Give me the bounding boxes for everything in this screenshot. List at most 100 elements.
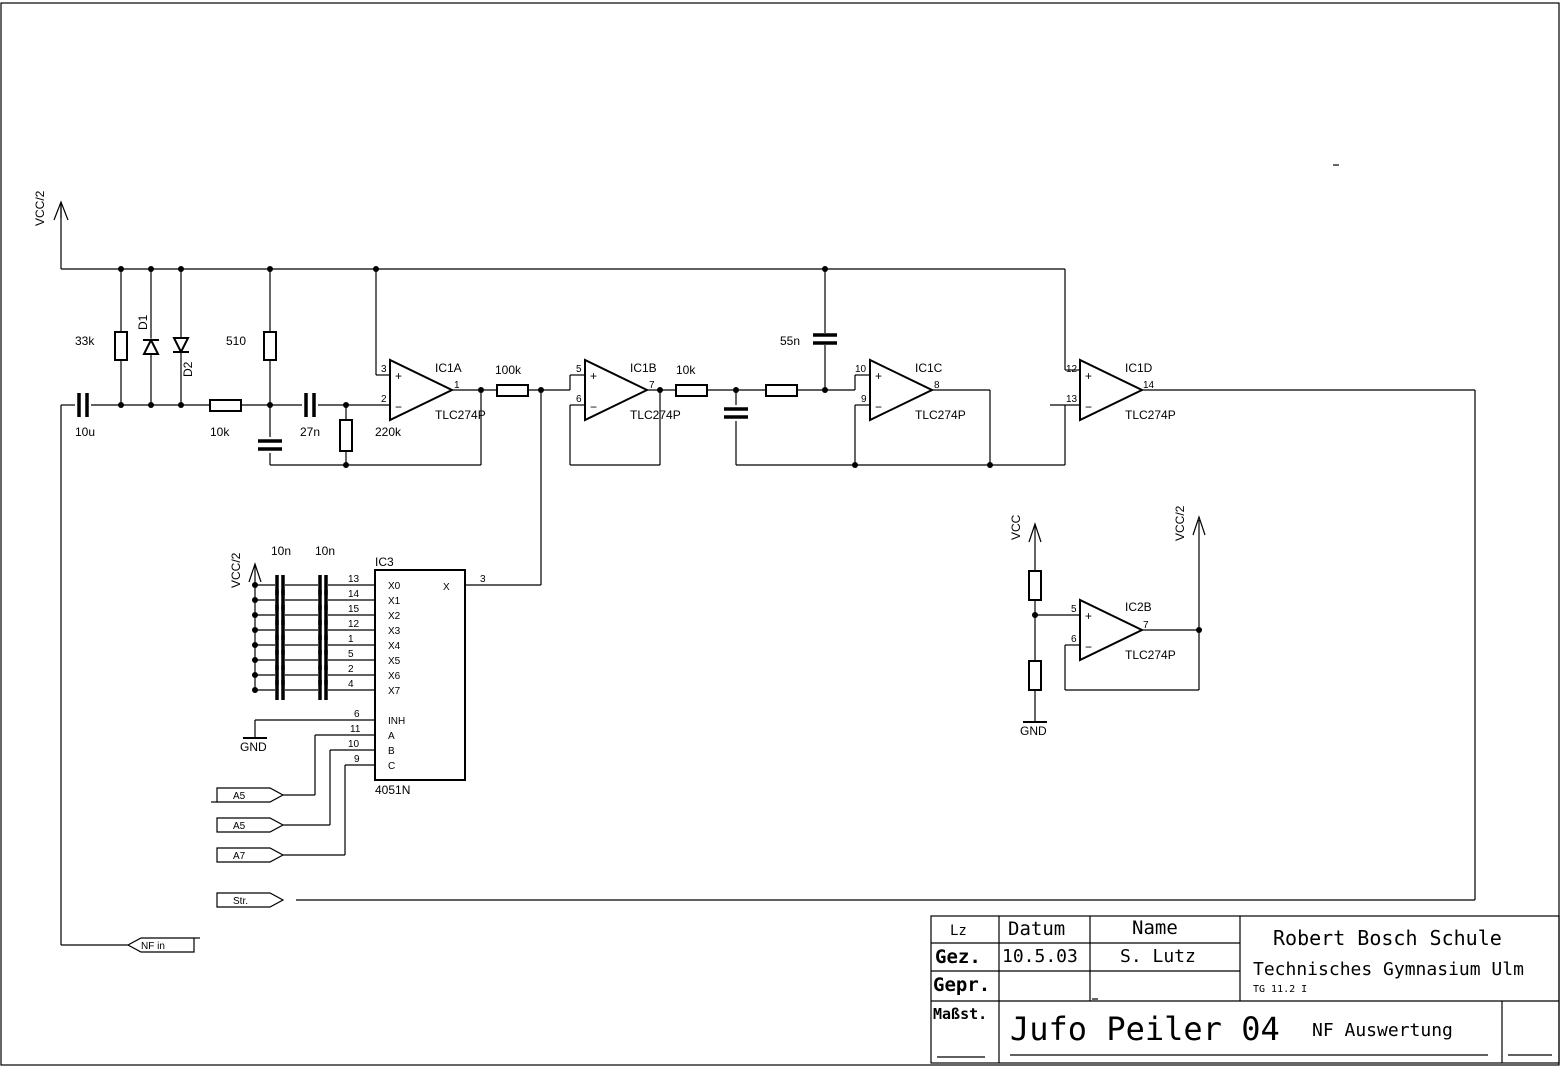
r-100k-label: 100k [495,363,522,377]
c-27n-label: 27n [300,425,320,439]
r-510-label: 510 [226,334,246,348]
mux-input-label: X1 [388,596,401,607]
svg-text:−: − [590,400,597,414]
svg-text:−: − [1085,640,1092,654]
ic1d-type: TLC274P [1125,408,1176,422]
svg-text:10: 10 [855,364,867,375]
mux-input-pin: 12 [348,619,360,630]
svg-text:11: 11 [350,724,361,735]
svg-text:A5: A5 [233,791,246,802]
svg-text:−: − [1085,400,1092,414]
vcc-half-label-top: VCC/2 [33,190,47,226]
mux-input-pin: 5 [348,649,354,660]
ic2b-label: IC2B [1125,600,1152,614]
svg-text:C: C [388,761,395,772]
svg-text:A5: A5 [233,821,246,832]
capacitor-55n [813,333,837,345]
datum-header: Datum [1008,918,1065,940]
mux-input-label: X4 [388,641,401,652]
mux-input-label: X0 [388,581,401,592]
svg-text:12: 12 [1066,364,1078,375]
resistor-33k [114,331,128,361]
svg-text:INH: INH [388,716,405,727]
svg-text:+: + [1085,369,1092,383]
gez-date: 10.5.03 [1002,946,1078,967]
port-nf-in: NF in [126,937,200,953]
junction-dots [118,266,1202,633]
svg-text:10: 10 [348,739,360,750]
vcc-symbol: VCC [1009,514,1042,571]
mux-input-label: X5 [388,656,401,667]
svg-text:5: 5 [576,364,582,375]
svg-text:5: 5 [1071,604,1077,615]
r-220k-label: 220k [375,425,402,439]
svg-text:8: 8 [934,380,940,391]
mux-input-pin: 4 [348,679,354,690]
svg-text:2: 2 [381,394,387,405]
port-a5-1: A5 [211,787,285,803]
resistor-100k [496,384,529,397]
c-10n-b-label: 10n [315,544,335,558]
resistor-unlabeled [765,384,798,397]
c-55n-label: 55n [780,334,800,348]
capacitor-27n [304,393,316,417]
resistor-divider-bottom [1028,660,1042,691]
svg-text:6: 6 [1071,634,1077,645]
svg-text:B: B [388,746,395,757]
opamp-ic1a [389,358,455,422]
c-10n-a-label: 10n [271,544,291,558]
school-name: Robert Bosch Schule [1273,926,1502,950]
vcc-half-symbol-top: VCC/2 [33,190,69,269]
mux-input-row: X74 [252,679,401,700]
capacitor-10u [77,393,89,417]
svg-text:1: 1 [454,380,460,391]
resistor-10k-a [209,399,242,412]
svg-text:7: 7 [1143,620,1149,631]
resistor-10k-b [675,384,708,397]
svg-text:+: + [590,369,597,383]
mux-input-label: X6 [388,671,401,682]
resistor-220k [339,419,353,452]
massst-label: Maßst. [933,1005,987,1023]
gez-name: S. Lutz [1120,946,1196,967]
ic3-label: IC3 [375,555,394,569]
mux-input-pin: 2 [348,664,354,675]
gepr-label: Gepr. [933,974,990,996]
sheet-title: NF Auswertung [1312,1020,1453,1041]
svg-text:6: 6 [576,394,582,405]
capacitor-ground-b [724,407,748,419]
svg-text:7: 7 [649,380,655,391]
ic1c-type: TLC274P [915,408,966,422]
ic1a-label: IC1A [435,361,462,375]
school-sub: Technisches Gymnasium Ulm [1253,959,1524,980]
mux-input-pin: 13 [348,574,360,585]
mux-input-pin: 1 [348,634,354,645]
svg-text:A: A [388,731,395,742]
port-a7: A7 [216,847,285,863]
opamp-ic1c [869,358,935,422]
mux-input-pin: 14 [348,589,360,600]
diode-d1 [142,337,160,355]
svg-text:−: − [875,400,882,414]
gez-label: Gez. [935,946,981,968]
r-10k-a-label: 10k [210,425,230,439]
opamp-ic1d [1079,358,1145,422]
svg-text:3: 3 [480,574,486,585]
svg-text:14: 14 [1143,380,1155,391]
svg-text:+: + [1085,609,1092,623]
svg-text:−: − [395,400,402,414]
project-title: Jufo Peiler 04 [1010,1010,1280,1048]
gnd-label-ic2b: GND [1020,724,1047,738]
class-code: TG 11.2 I [1253,984,1307,995]
vcc-half-label-mux: VCC/2 [229,552,243,588]
opamp-ic2b [1079,598,1145,662]
r-33k-label: 33k [75,334,95,348]
svg-text:13: 13 [1066,394,1078,405]
d2-label: D2 [181,361,195,377]
mux-input-row: X0 13 [252,574,401,595]
mux-input-label: X3 [388,626,401,637]
svg-text:3: 3 [381,364,387,375]
d1-label: D1 [136,314,150,330]
